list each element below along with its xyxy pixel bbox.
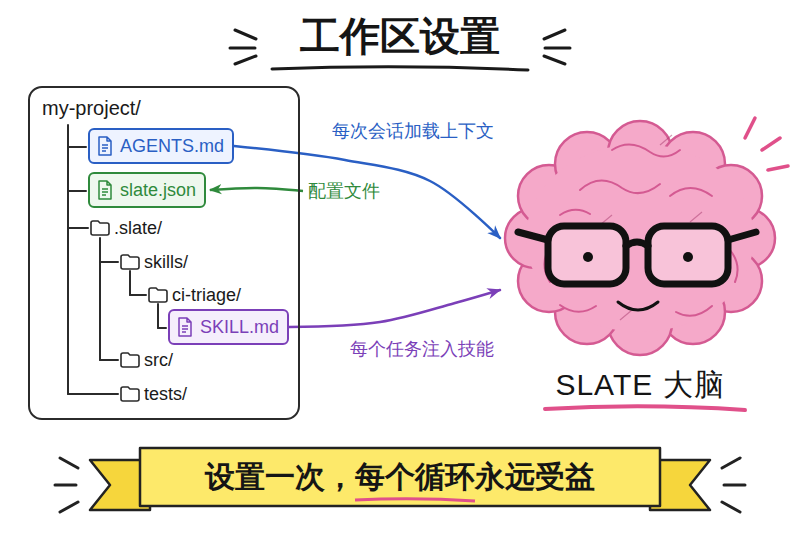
- callout-note: 配置文件: [308, 180, 380, 202]
- brain-illustration: [676, 306, 712, 316]
- title-decoration: [544, 56, 565, 64]
- node-text: SLATE 大脑: [555, 367, 724, 403]
- burst-marks: [55, 458, 745, 512]
- tree-lines: [67, 125, 69, 394]
- file-icon: [99, 181, 111, 199]
- file-icon: [177, 317, 193, 337]
- tree-lines: [68, 227, 88, 229]
- tree-lines: [100, 359, 118, 361]
- flow-arrow: [289, 290, 500, 327]
- tree-lines: [130, 294, 146, 296]
- title-decoration: [272, 67, 528, 70]
- burst-marks: [55, 484, 76, 487]
- banner-ribbon: [90, 448, 710, 510]
- file-box: AGENTS.md: [88, 128, 234, 164]
- brain-illustration: [545, 406, 745, 410]
- glasses: [548, 226, 626, 284]
- brain-illustration: [670, 188, 712, 196]
- file-icon: [97, 180, 113, 200]
- banner-ribbon: 设置一次，每个循环永远受益: [150, 448, 650, 506]
- banner-ribbon: [140, 448, 660, 506]
- brain-illustration: [560, 305, 596, 312]
- folder-icon: [121, 353, 139, 367]
- brain-illustration: [762, 138, 780, 150]
- brain-illustration: [544, 144, 737, 315]
- file-icon: [99, 137, 111, 155]
- node-text: slate.json: [120, 179, 196, 201]
- flow-arrow: [234, 146, 500, 238]
- title-decoration: [235, 30, 256, 39]
- title-decoration: [545, 47, 570, 50]
- folder-name: skills/: [144, 251, 188, 273]
- glasses: [518, 226, 756, 284]
- tree-lines: [157, 304, 159, 328]
- burst-marks: [722, 502, 740, 512]
- folder-icon: [121, 387, 139, 401]
- brain-illustration: [580, 180, 660, 193]
- glasses: [648, 226, 728, 284]
- banner-ribbon: [355, 499, 475, 501]
- glasses: [626, 242, 648, 246]
- tree-lines: [100, 261, 118, 263]
- glasses: [728, 232, 756, 240]
- brain-illustration: [526, 144, 754, 332]
- brain-illustration: [612, 144, 680, 156]
- arrow-label: 每次会话加载上下文: [330, 120, 496, 142]
- brain-illustration: [560, 210, 590, 215]
- brain-illustration: [745, 118, 788, 170]
- burst-marks: [60, 502, 78, 512]
- burst-marks: [724, 484, 745, 487]
- tree-lines: [158, 327, 166, 329]
- tree-lines: [99, 238, 101, 360]
- title-decoration: [235, 56, 256, 64]
- tree-lines: [68, 393, 118, 395]
- title-decoration: [230, 47, 255, 50]
- tree-lines: [129, 271, 131, 295]
- file-box: SKILL.md: [168, 309, 289, 345]
- folder-icon: [91, 221, 109, 235]
- folder-icon: [91, 221, 167, 401]
- title-decoration: [544, 30, 565, 39]
- folder-name: tests/: [144, 383, 187, 405]
- brain-illustration: [745, 118, 755, 138]
- brain-illustration: [768, 166, 788, 170]
- brain-illustration: [683, 252, 693, 262]
- node-text: 设置一次，每个循环永远受益: [205, 459, 595, 495]
- file-icon: [97, 136, 113, 156]
- brain-illustration: [618, 302, 658, 310]
- file-box: slate.json: [88, 172, 206, 208]
- tree-lines: [68, 190, 86, 192]
- brain-illustration: [505, 118, 788, 410]
- folder-icon: [121, 255, 139, 269]
- folder-icon: [149, 288, 167, 302]
- brain-figure: SLATE 大脑: [500, 135, 780, 415]
- file-icon: [179, 318, 191, 336]
- node-text: SKILL.md: [200, 316, 279, 338]
- glasses: [518, 232, 548, 240]
- leader-arrow: [210, 188, 303, 191]
- folder-name: ci-triage/: [172, 284, 241, 306]
- brain-illustration: [583, 252, 593, 262]
- node-text: AGENTS.md: [120, 135, 224, 157]
- brain-illustration: [505, 121, 775, 355]
- arrow-label: 每个任务注入技能: [348, 338, 496, 360]
- folder-name: src/: [144, 349, 173, 371]
- diagram-title: 工作区设置: [0, 12, 800, 60]
- burst-marks: [722, 458, 740, 468]
- tree-lines: [68, 146, 86, 148]
- burst-marks: [60, 458, 78, 468]
- folder-name: .slate/: [114, 217, 162, 239]
- node-text: my-project/: [42, 96, 141, 120]
